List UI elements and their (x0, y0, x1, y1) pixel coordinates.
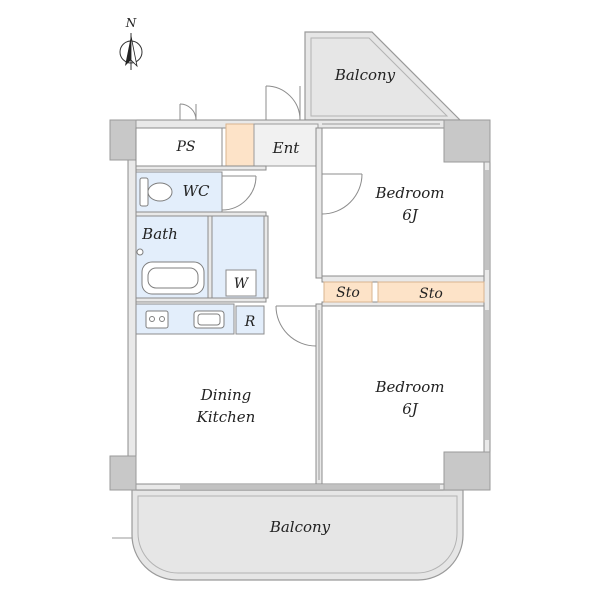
stove-icon (145, 310, 169, 329)
entrance-area (225, 123, 319, 167)
dining-kitchen-line2: Kitchen (196, 408, 256, 426)
sink-icon (193, 310, 225, 329)
dining-kitchen-line1: Dining (200, 386, 252, 404)
wc-label: WC (183, 182, 210, 200)
wc-door-icon (221, 175, 257, 211)
ps-label: PS (175, 139, 195, 155)
north-arrow-icon: N (119, 16, 143, 70)
bathtub-icon (136, 248, 205, 295)
bedroom-upper-name: Bedroom (375, 184, 445, 202)
balcony-top-label: Balcony (334, 66, 396, 84)
ps-closet (135, 127, 223, 167)
balcony-bottom-label: Balcony (269, 518, 331, 536)
entry-door-icon (265, 85, 301, 121)
washer-space (225, 269, 257, 297)
bedroom-lower-door-icon (275, 305, 317, 347)
bedroom-lower-size: 6J (402, 400, 419, 418)
compass-letter: N (125, 16, 137, 30)
bath-label: Bath (141, 225, 178, 243)
structural-columns (109, 119, 491, 491)
storage-left-label: Sto (336, 285, 360, 301)
ps-door-icon (179, 103, 197, 121)
windows (180, 123, 489, 489)
storage-right-label: Sto (419, 286, 443, 302)
balcony-bottom-area (112, 489, 464, 581)
refrigerator-label: R (244, 314, 256, 330)
storage-left (323, 281, 373, 303)
bedroom-lower-name: Bedroom (375, 378, 445, 396)
washer-label: W (234, 276, 250, 292)
bedroom-upper-door-icon (321, 173, 363, 215)
entrance-label: Ent (272, 139, 301, 157)
bedroom-upper-size: 6J (402, 206, 419, 224)
toilet-icon (139, 177, 173, 207)
refrigerator-space (235, 305, 265, 335)
storage-right (377, 281, 485, 303)
